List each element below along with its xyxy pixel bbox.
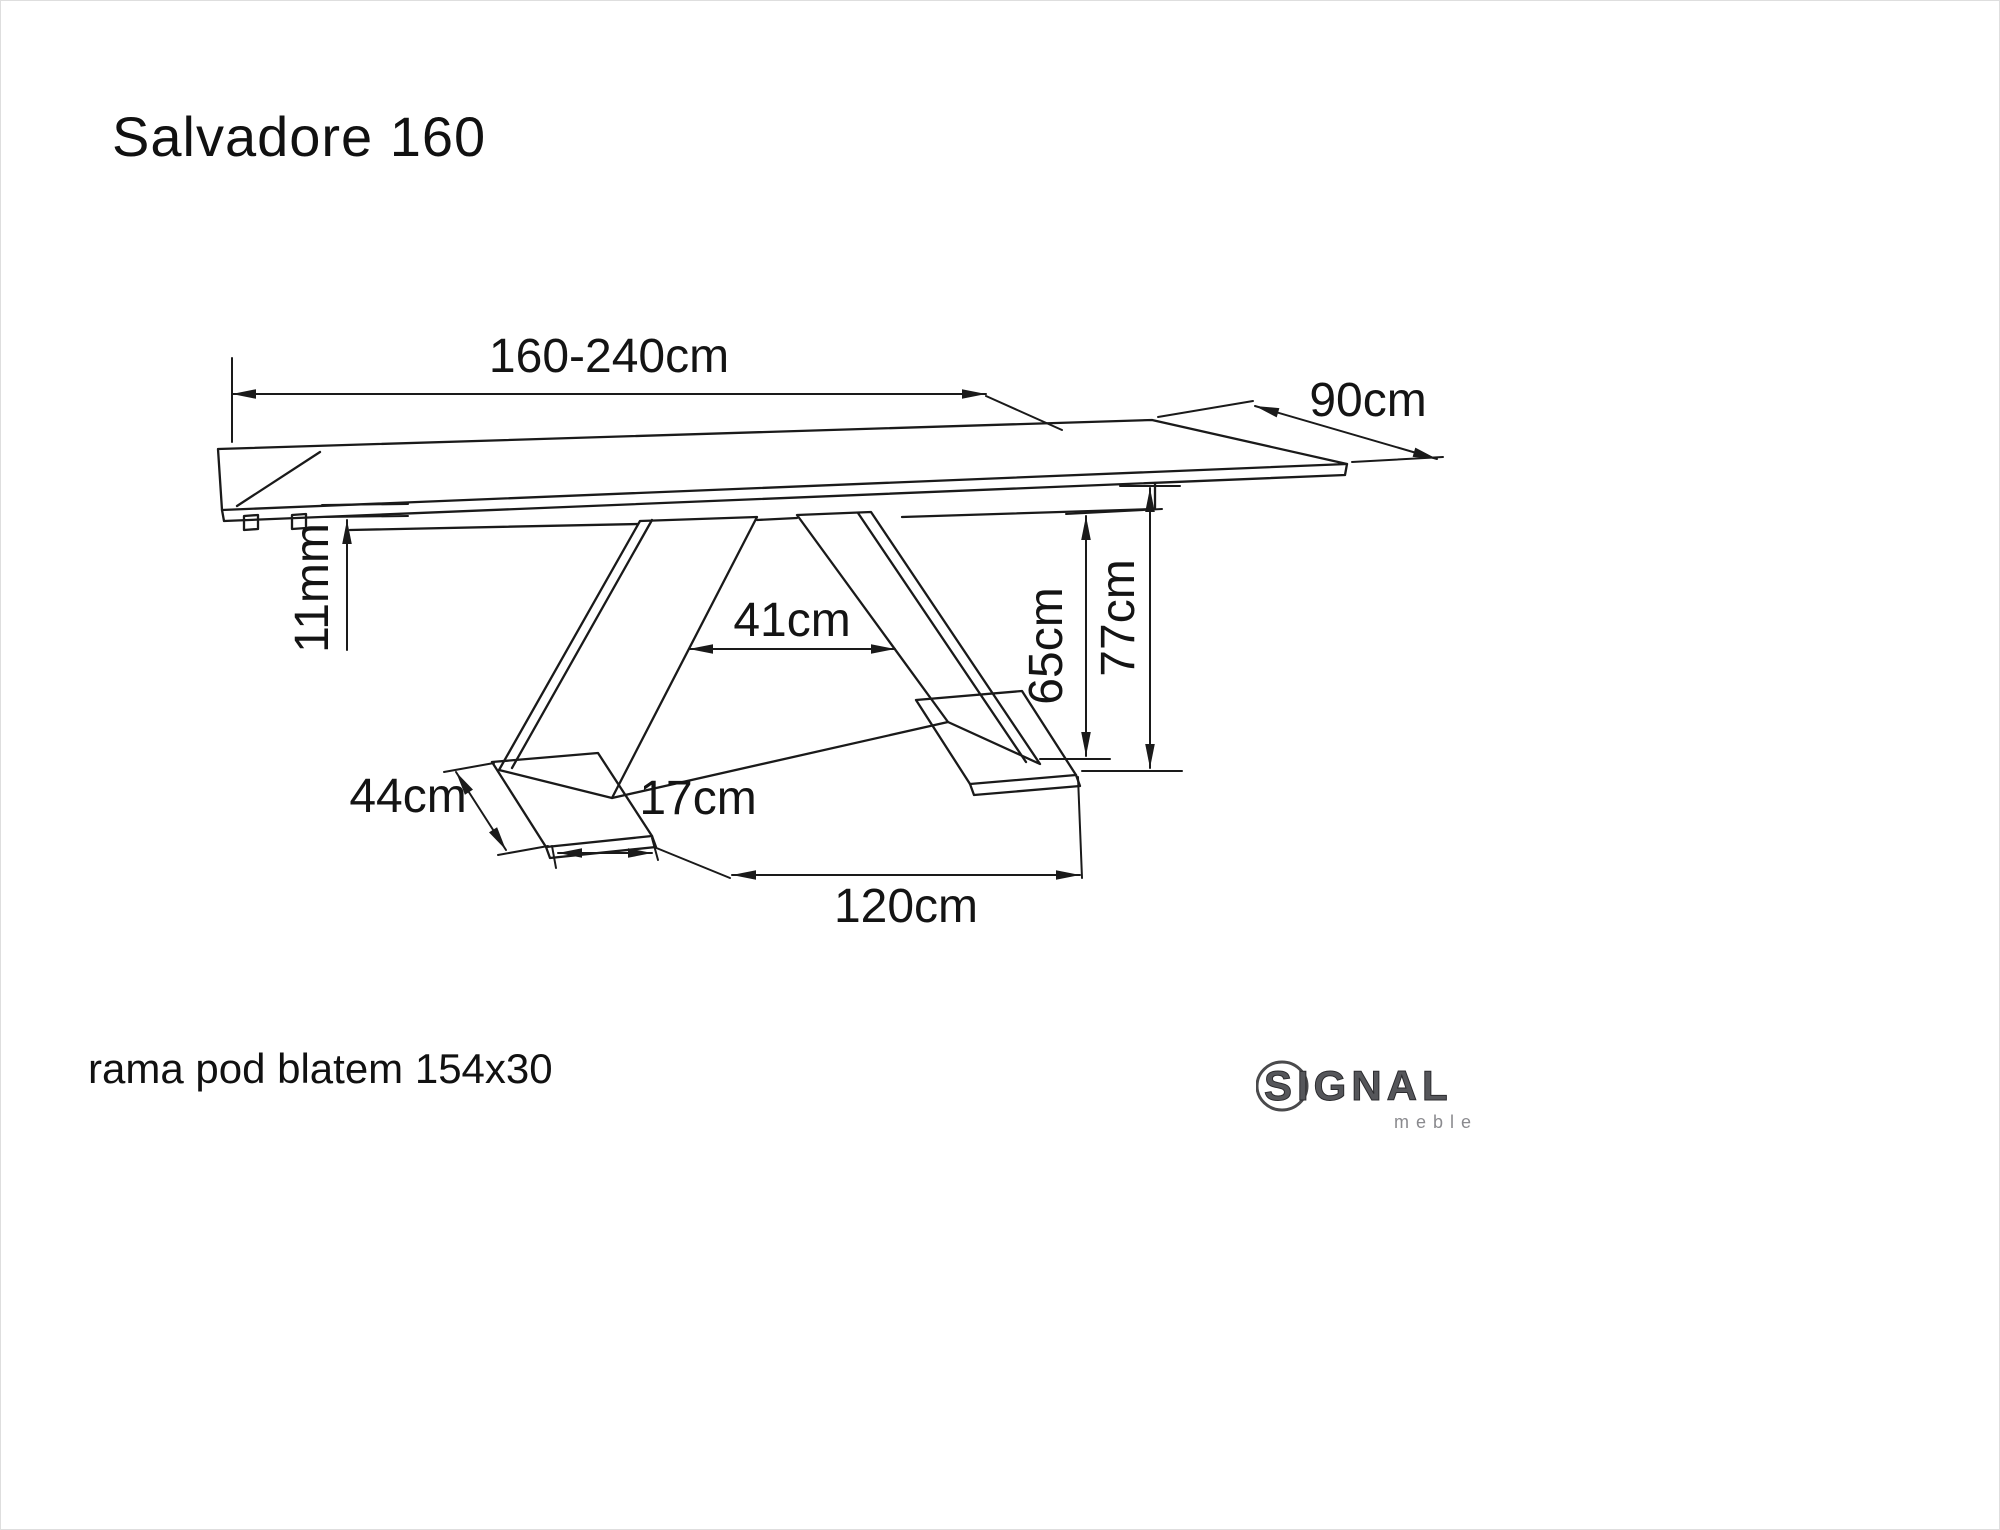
dim-depth: 90cm <box>1157 374 1444 463</box>
underframe-note: rama pod blatem 154x30 <box>88 1045 553 1092</box>
dim-depth-ext-front <box>1351 456 1444 463</box>
left-leg-edge-line <box>510 518 654 770</box>
right-leg-blade <box>795 510 1042 766</box>
dim-base-length: 120cm <box>653 776 1083 933</box>
dim-thickness-ext-bottom <box>321 515 409 518</box>
logo-sub-text: meble <box>1394 1112 1478 1132</box>
dim-b120-label: 120cm <box>834 880 978 933</box>
dim-top-thickness: 11mm <box>286 503 409 653</box>
dim-thickness-ext-top <box>321 503 409 506</box>
underframe-middle <box>755 516 799 522</box>
dim-f44-ext-back <box>443 762 495 773</box>
leaf-bracket <box>242 513 260 532</box>
tabletop-edge-band <box>220 462 1349 523</box>
dim-depth-ext-back <box>1157 400 1254 418</box>
tabletop-leaf-seam <box>235 450 322 508</box>
dim-total-height: 77cm <box>1081 485 1183 772</box>
tabletop-top-surface <box>216 418 1349 512</box>
dim-b120-ext-left <box>653 846 731 879</box>
right-leg-edge-line <box>856 511 1028 764</box>
dim-f44-label: 44cm <box>349 770 466 823</box>
dim-legs-gap: 41cm <box>688 594 896 654</box>
logo-brand-text: SIGNAL <box>1264 1062 1453 1109</box>
brand-logo: SIGNAL meble <box>1256 1060 1478 1132</box>
dim-f17-label: 17cm <box>639 772 756 825</box>
right-foot-thickness <box>968 773 1082 797</box>
dim-foot-depth: 44cm <box>349 762 549 856</box>
page-title: Salvadore 160 <box>112 105 487 168</box>
dim-underframe-height: 65cm <box>1020 508 1163 760</box>
leaf-bracket <box>290 512 308 531</box>
dim-h77-label: 77cm <box>1092 559 1145 676</box>
dim-length: 160-240cm <box>231 330 1063 443</box>
underframe-left <box>348 522 640 532</box>
dim-h65-label: 65cm <box>1020 587 1073 704</box>
dim-b120-ext-right <box>1077 776 1083 879</box>
dim-f17-ext-right <box>651 837 659 861</box>
dim-depth-line <box>1254 405 1438 460</box>
dim-foot-width: 17cm <box>551 772 757 869</box>
dim-thickness-label: 11mm <box>286 523 339 653</box>
dim-f44-line <box>455 771 507 851</box>
logo-circle-icon <box>1256 1060 1309 1112</box>
dim-length-ext-right <box>985 395 1063 431</box>
dim-gap-label: 41cm <box>733 594 850 647</box>
dim-f44-ext-front <box>497 845 549 856</box>
dim-f17-ext-left <box>551 845 557 869</box>
dim-length-label: 160-240cm <box>489 330 729 383</box>
underframe-right <box>900 507 1157 519</box>
left-foot-thickness <box>544 834 658 860</box>
base-cross-line <box>610 720 950 800</box>
left-leg-blade <box>497 515 759 800</box>
table-drawing <box>216 418 1349 860</box>
dim-depth-label: 90cm <box>1309 374 1426 427</box>
